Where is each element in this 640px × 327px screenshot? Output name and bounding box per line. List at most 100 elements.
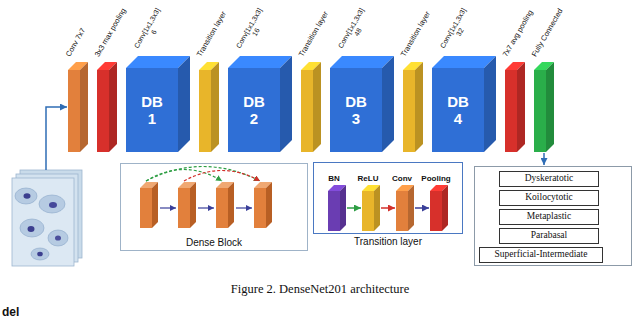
class-name: Superficial-Intermediate	[495, 250, 588, 260]
class-name: Dyskeratotic	[525, 174, 574, 184]
nucleus	[28, 226, 35, 232]
layer-shape	[430, 185, 448, 231]
layer-shape	[534, 62, 554, 152]
flow-arrow	[198, 207, 214, 208]
dense-block: Conv[1x1,3x3] 32DB 4	[432, 56, 496, 152]
dense-block-illustration	[140, 167, 272, 229]
cell	[20, 219, 44, 237]
layer-shape	[396, 185, 414, 231]
layer-shape	[97, 62, 117, 152]
bn-layer: BN	[328, 185, 346, 231]
panel-title: Transition layer	[314, 236, 462, 247]
front-face	[228, 68, 280, 152]
class-box: Parabasal	[499, 228, 599, 244]
relu-layer: ReLU	[362, 185, 380, 231]
front-face	[301, 70, 313, 152]
side-face	[374, 185, 380, 231]
cell	[15, 188, 37, 204]
front-face	[330, 68, 382, 152]
conv-layer: Conv	[396, 185, 414, 231]
front-face	[505, 70, 517, 152]
pooling-layer: 7x7 avg pooling	[505, 62, 525, 152]
block-name: DB 2	[243, 94, 265, 127]
feature-map	[140, 188, 152, 228]
dense-block: Conv[1x1,3x3] 16DB 2	[228, 56, 292, 152]
feature-map	[178, 188, 190, 228]
class-box: Koilocytotic	[499, 190, 599, 206]
front-face	[328, 191, 340, 231]
feature-map	[228, 182, 234, 228]
pooling-layer: Pooling	[430, 185, 448, 231]
side-face	[382, 56, 394, 152]
cell	[31, 248, 49, 260]
block-name: DB 4	[447, 94, 469, 127]
panel-title: Dense Block	[121, 237, 307, 248]
transition-layer: Transition layer	[199, 62, 219, 152]
feature-map	[266, 182, 272, 228]
front-face	[68, 70, 80, 152]
detail-panel: Dense Block	[120, 163, 308, 251]
class-name: Koilocytotic	[525, 193, 573, 203]
layer-label: Conv	[392, 174, 412, 183]
layer-label: Pooling	[421, 174, 450, 183]
cell-images	[12, 170, 82, 266]
transition-layer: Transition layer	[301, 62, 321, 152]
conv-layer: Conv 7x7	[68, 62, 88, 152]
transition-layer: Transition layer	[403, 62, 423, 152]
cell-image	[12, 178, 74, 266]
feature-map	[190, 182, 196, 228]
front-face	[396, 191, 408, 231]
layer-label: 7x7 avg pooling	[502, 9, 536, 59]
dense-block: Conv[1x1,3x3] 48DB 3	[330, 56, 394, 152]
layer-shape	[328, 185, 346, 231]
front-face	[432, 68, 484, 152]
flow-arrow	[236, 207, 252, 208]
side-face	[211, 62, 219, 152]
front-face	[199, 70, 211, 152]
flow-arrow	[160, 207, 176, 208]
layer-label: Conv[1x1,3x3] 6	[133, 7, 169, 53]
layer-label: Conv[1x1,3x3] 48	[337, 7, 373, 53]
nucleus	[37, 252, 43, 257]
side-face	[442, 185, 448, 231]
feature-map	[216, 188, 228, 228]
side-face	[484, 56, 496, 152]
dense-block: Conv[1x1,3x3] 6DB 1	[126, 56, 190, 152]
arrow-connector	[543, 153, 545, 165]
feature-map	[152, 182, 158, 228]
layer-shape	[301, 62, 321, 152]
class-box: Superficial-Intermediate	[479, 247, 603, 263]
front-face	[126, 68, 178, 152]
layer-shape	[68, 62, 88, 152]
feature-map	[254, 188, 266, 228]
side-face	[313, 62, 321, 152]
class-box: Metaplastic	[499, 209, 599, 225]
layer-label: ReLU	[358, 174, 379, 183]
front-face	[362, 191, 374, 231]
nucleus	[55, 235, 61, 240]
front-face	[403, 70, 415, 152]
layer-label: Fully Connected	[531, 8, 566, 59]
layer-shape	[362, 185, 380, 231]
side-face	[408, 185, 414, 231]
front-face	[430, 191, 442, 231]
layer-shape	[403, 62, 423, 152]
layer-label: BN	[328, 174, 340, 183]
class-box: Dyskeratotic	[499, 171, 599, 187]
arrow-connector	[347, 207, 361, 209]
cell	[48, 230, 68, 246]
layer-label: 3x3 max pooling	[94, 7, 129, 59]
nucleus	[24, 193, 31, 199]
skip-connection	[184, 171, 260, 182]
class-name: Metaplastic	[527, 212, 571, 222]
layer-label: Conv 7x7	[65, 27, 88, 59]
layer-label: Transition layer	[196, 11, 229, 59]
skip-connection	[146, 167, 260, 182]
side-face	[280, 56, 292, 152]
output-panel: DyskeratoticKoilocytoticMetaplasticParab…	[474, 166, 632, 266]
layer-label: Transition layer	[400, 11, 433, 59]
side-face	[178, 56, 190, 152]
front-face	[534, 70, 546, 152]
fc-layer: Fully Connected	[534, 62, 554, 152]
side-face	[546, 62, 554, 152]
